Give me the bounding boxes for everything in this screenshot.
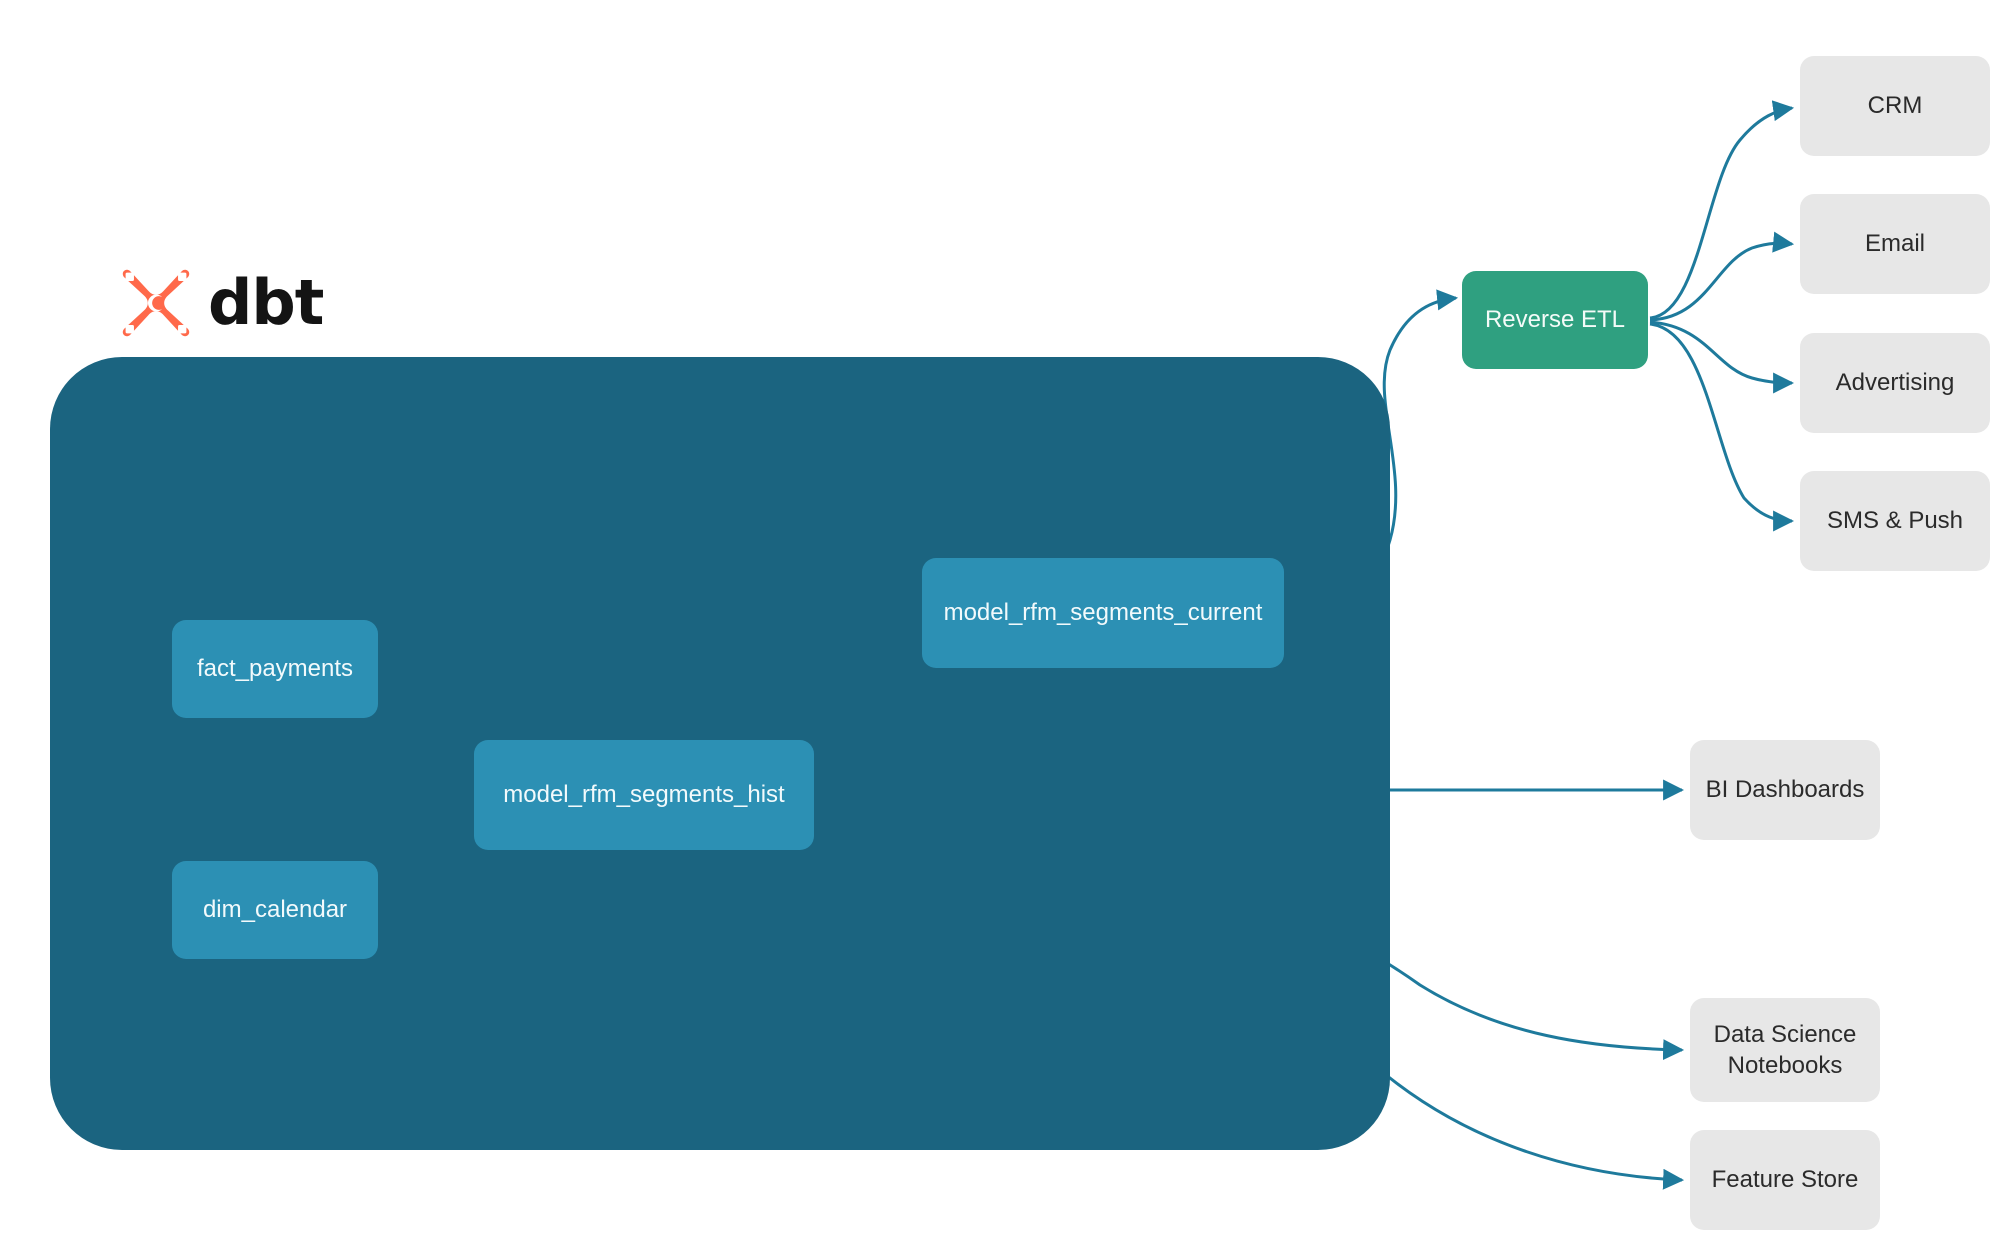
model-node-label: model_rfm_segments_current: [943, 599, 1263, 626]
edge-reverse-etl-to-advertising: [1649, 320, 1795, 394]
model-node-label: model_rfm_segments_hist: [503, 781, 785, 808]
model-node-dim-calendar[interactable]: dim_calendar: [172, 861, 378, 959]
model-node-model-rfm-segments-current[interactable]: model_rfm_segments_current: [922, 558, 1284, 668]
destination-node-crm[interactable]: CRM: [1800, 56, 1990, 156]
destination-label-line1: Data Science: [1713, 1020, 1857, 1048]
model-node-fact-payments[interactable]: fact_payments: [172, 620, 378, 718]
destination-node-feature-store[interactable]: Feature Store: [1690, 1130, 1880, 1230]
model-node-label: dim_calendar: [202, 896, 348, 923]
destination-label: SMS & Push: [1826, 507, 1964, 535]
reverse-etl-label: Reverse ETL: [1484, 306, 1626, 333]
destination-node-sms-push[interactable]: SMS & Push: [1800, 471, 1990, 571]
destination-node-advertising[interactable]: Advertising: [1800, 333, 1990, 433]
destination-label: Feature Store: [1711, 1166, 1859, 1194]
dbt-wordmark: dbt: [208, 266, 324, 339]
destination-node-bi-dashboards[interactable]: BI Dashboards: [1690, 740, 1880, 840]
destination-node-data-science-notebooks[interactable]: Data Science Notebooks: [1690, 998, 1880, 1102]
destination-label: Data Science Notebooks: [1714, 1019, 1857, 1081]
reverse-etl-node[interactable]: Reverse ETL: [1462, 271, 1648, 369]
edge-reverse-etl-to-sms-push: [1649, 322, 1795, 532]
edge-reverse-etl-to-crm: [1649, 100, 1795, 320]
dbt-logo: dbt: [118, 260, 338, 346]
model-node-label: fact_payments: [196, 655, 354, 682]
model-node-model-rfm-segments-hist[interactable]: model_rfm_segments_hist: [474, 740, 814, 850]
edge-reverse-etl-to-email: [1649, 231, 1795, 322]
destination-label: CRM: [1867, 92, 1923, 120]
destination-label: Advertising: [1835, 369, 1955, 397]
destination-label: BI Dashboards: [1705, 776, 1865, 804]
destination-label-line2: Notebooks: [1727, 1052, 1843, 1079]
dbt-x-logo-icon: [122, 269, 190, 337]
destination-node-email[interactable]: Email: [1800, 194, 1990, 294]
destination-label: Email: [1864, 230, 1925, 258]
